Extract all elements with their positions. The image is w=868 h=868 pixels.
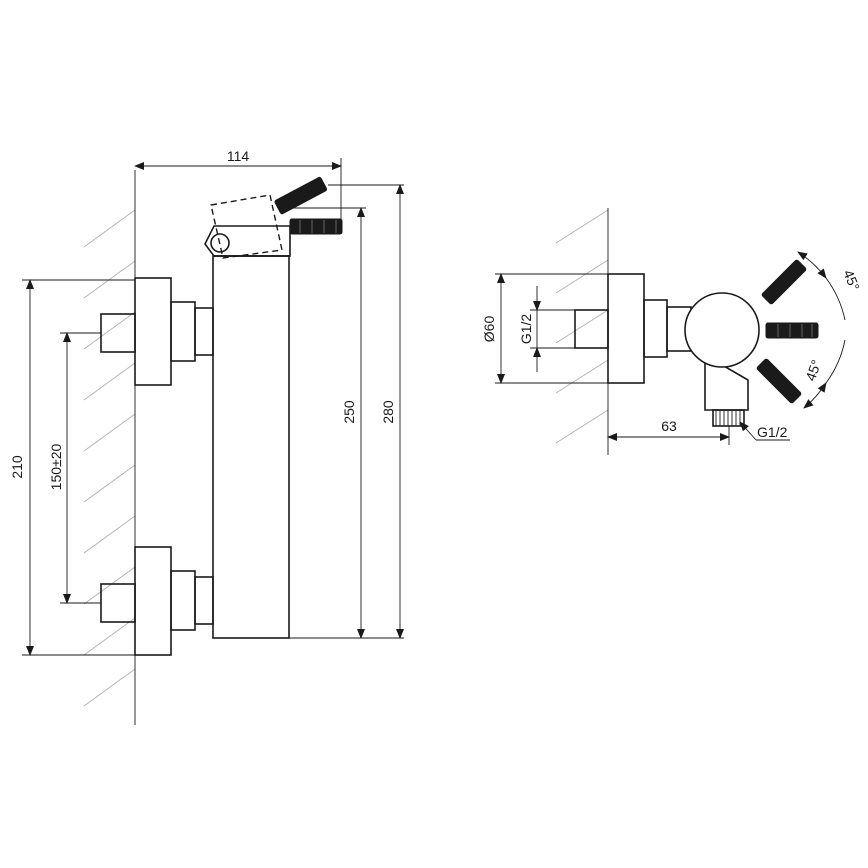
dimension-thread-inlet: G1/2 (518, 286, 575, 372)
dim-114-label: 114 (227, 148, 250, 164)
dimension-250: 250 (289, 207, 366, 639)
lever-handle (289, 218, 343, 235)
lower-eccentric-connector (100, 546, 214, 656)
dimension-63: 63 (607, 418, 730, 445)
dim-thread-outlet-label: G1/2 (757, 424, 788, 440)
dimension-280: 280 (328, 184, 404, 639)
dim-150-label: 150±20 (48, 443, 64, 490)
dim-thread-inlet-label: G1/2 (518, 314, 534, 345)
front-view: 114 250 280 210 150±20 (9, 148, 404, 725)
cartridge-head (204, 194, 291, 259)
angle-upper-label: 45° (840, 267, 863, 293)
upper-eccentric-connector (100, 277, 214, 386)
leader-thread-outlet: G1/2 (739, 421, 790, 441)
outlet-spout (704, 353, 749, 427)
mixer-body (212, 255, 290, 639)
dimension-diameter: Ø60 (481, 273, 608, 384)
angle-lower-label: 45° (802, 358, 824, 383)
wall-hatching-front (83, 170, 136, 725)
dimension-210: 210 (9, 279, 135, 656)
dimension-150: 150±20 (48, 332, 101, 604)
lever-handle-raised (274, 176, 328, 215)
dim-280-label: 280 (380, 400, 396, 424)
side-connector (574, 273, 692, 384)
mixer-round-body (684, 292, 760, 368)
dimension-114: 114 (134, 148, 342, 230)
wall-hatching-side (555, 208, 609, 455)
lever-position-up (761, 259, 807, 305)
side-view: 45° 45° Ø60 G1/2 63 G1 (481, 208, 863, 455)
dim-210-label: 210 (9, 455, 25, 479)
lever-position-center (765, 322, 819, 339)
angle-dimensions: 45° 45° (797, 251, 863, 409)
dim-250-label: 250 (341, 400, 357, 424)
dim-63-label: 63 (661, 418, 677, 434)
dim-diameter-label: Ø60 (481, 316, 497, 343)
lever-position-down (756, 358, 802, 404)
